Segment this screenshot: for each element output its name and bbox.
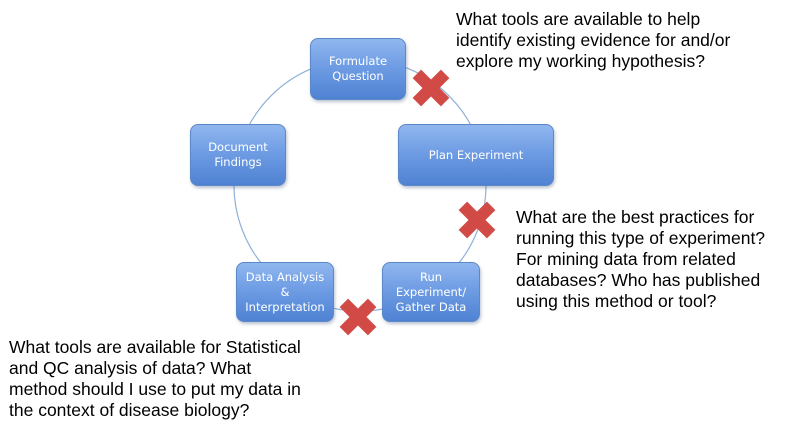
node-data-analysis: Data Analysis & Interpretation (236, 262, 334, 322)
node-label-line: Plan Experiment (428, 147, 524, 162)
node-label-line: Formulate (328, 54, 388, 68)
node-label-line: Findings (214, 155, 262, 169)
node-label-line: Question (332, 69, 384, 83)
question-line: What tools are available for Statistical (9, 337, 301, 357)
question-line: and QC analysis of data? What (9, 358, 252, 378)
question-line: method should I use to put my data in (9, 379, 301, 399)
node-label-line: & (280, 284, 290, 299)
node-label-line: Document (208, 140, 268, 154)
question-line: What tools are available to help (456, 9, 701, 29)
question-hypothesis-tools: What tools are available to help identif… (456, 9, 730, 72)
node-label-line: Run (419, 269, 443, 284)
question-line: explore my working hypothesis? (456, 51, 706, 71)
question-line: databases? Who has published (516, 270, 761, 290)
question-line: using this method or tool? (516, 291, 717, 311)
node-document-findings: Document Findings (190, 124, 286, 186)
question-line: running this type of experiment? (516, 228, 766, 248)
x-mark-icon (412, 69, 450, 107)
question-statistical-analysis: What tools are available for Statistical… (9, 337, 301, 421)
question-line: What are the best practices for (516, 207, 755, 227)
node-label-line: Experiment/ (395, 284, 467, 299)
question-line: the context of disease biology? (9, 400, 250, 420)
node-label-line: Gather Data (395, 299, 467, 314)
node-formulate-question: Formulate Question (310, 38, 406, 100)
question-line: identify existing evidence for and/or (456, 30, 731, 50)
question-best-practices: What are the best practices for running … (516, 207, 765, 312)
node-label-line: Interpretation (245, 299, 325, 314)
node-plan-experiment: Plan Experiment (398, 124, 554, 186)
node-label-line: Data Analysis (245, 269, 325, 284)
question-line: For mining data from related (516, 249, 736, 269)
node-run-experiment: Run Experiment/ Gather Data (382, 262, 480, 322)
x-mark-icon (458, 201, 496, 239)
x-mark-icon (339, 298, 377, 336)
